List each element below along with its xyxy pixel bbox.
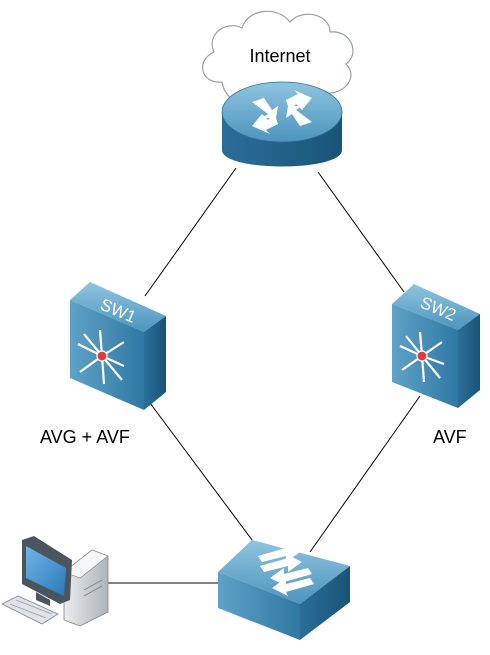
sw2-top bbox=[392, 284, 480, 330]
sw1-center-icon bbox=[96, 350, 108, 362]
pc-screen bbox=[26, 546, 66, 596]
access-switch-front bbox=[218, 572, 300, 640]
access-switch-arrows-icon bbox=[258, 544, 314, 596]
link-router-sw1 bbox=[144, 167, 237, 297]
links bbox=[108, 167, 421, 584]
router-icon bbox=[221, 81, 343, 167]
router-arrows-icon bbox=[252, 90, 312, 134]
sw1-role: AVG + AVF bbox=[40, 427, 130, 447]
link-sw2-access bbox=[309, 395, 421, 553]
sw2-center-icon bbox=[416, 350, 428, 362]
link-router-sw2 bbox=[317, 171, 405, 293]
sw1-switch: SW1 AVG + AVF bbox=[40, 282, 166, 447]
layer2-switch-icon bbox=[218, 540, 350, 640]
sw1-top bbox=[70, 282, 166, 332]
sw2-switch: SW2 AVF bbox=[392, 284, 480, 447]
cloud-icon: Internet bbox=[202, 10, 354, 105]
cloud-label: Internet bbox=[249, 46, 310, 66]
sw2-role: AVF bbox=[433, 427, 467, 447]
link-sw1-access bbox=[149, 402, 259, 549]
workstation-icon bbox=[1, 536, 109, 627]
sw2-side bbox=[458, 314, 480, 408]
access-switch-side bbox=[300, 566, 350, 640]
sw1-side bbox=[144, 316, 166, 410]
